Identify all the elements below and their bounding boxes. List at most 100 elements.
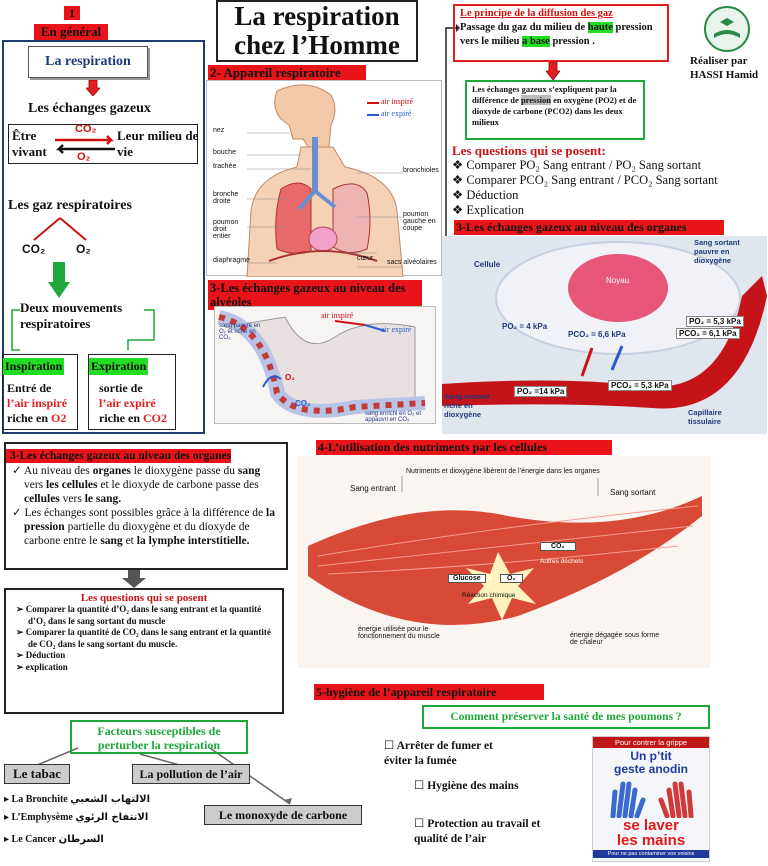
question-item: ➢ Comparer la quantité de CO₂ dans le sa…	[16, 627, 271, 649]
label-coeur: cœur	[357, 255, 374, 262]
section5-question: Comment préserver la santé de mes poumon…	[422, 705, 710, 729]
alv-co2: CO₂	[295, 399, 311, 408]
red-down-arrow-icon	[546, 62, 560, 80]
expiration-line2: l’air expiré	[99, 396, 156, 410]
hygiene-item-2: ☐ Hygiène des mains	[414, 778, 519, 792]
page-title: La respiration	[234, 1, 400, 31]
exchange-box: Être vivant Leur milieu de vie CO₂ O₂	[8, 123, 198, 164]
question-item: ➢ explication	[16, 661, 68, 672]
inspiration-line3: riche en O2	[7, 411, 67, 425]
label-sang-entrant: Sang entrant riche en dioxygène	[444, 392, 490, 419]
section5-heading: 5-hygiène de l’appareil respiratoire	[314, 684, 544, 700]
hygiene-item-1: ☐ Arrêter de fumer et éviter la fumée	[384, 738, 493, 767]
double-arrow-icon	[55, 135, 115, 154]
factor-tabac: Le tabac	[4, 764, 70, 784]
questions-top-title: Les questions qui se posent:	[452, 143, 606, 158]
o2-label: O₂	[77, 151, 91, 163]
poster-bottom: Pour ne pas contaminer vos voisins	[593, 850, 709, 858]
disease-2: ▸ L’Emphysème الانتفاخ الرئوي	[4, 812, 149, 823]
label-poumon-droit: poumon droit entier	[213, 219, 239, 240]
muscle-reaction: Réaction chimique	[462, 592, 516, 599]
label-po2-in: PO₂ =14 kPa	[514, 386, 568, 397]
exchange-explanation-box: Les échanges gazeux s’expliquent par la …	[465, 80, 645, 140]
alv-blood-in: sang pauvre en O₂ et riche en CO₂	[219, 323, 261, 341]
author-name: HASSI Hamid	[690, 69, 759, 81]
label-sang-sortant: Sang sortant pauvre en dioxygène	[694, 238, 740, 265]
principle-title: Le principe de la diffusion des gaz	[460, 8, 613, 19]
label-bronche: bronche droite	[213, 191, 239, 205]
gas-co2: CO₂	[22, 242, 46, 256]
section4-heading: 4-L’utilisation des nutriments par les c…	[316, 440, 612, 455]
movements-label: Deux mouvements respiratoires	[20, 300, 123, 331]
legend-air-out: air expiré	[381, 109, 412, 118]
checkbox-icon: ☐	[414, 816, 425, 830]
movement-branch-lines	[11, 309, 155, 351]
section3-text-heading: 3-Les échanges gazeux au niveau des orga…	[6, 449, 232, 463]
muscle-sang-sortant: Sang sortant	[610, 488, 656, 497]
alv-air-out: air expiré	[381, 325, 412, 334]
expiration-line3: riche en CO2	[99, 411, 167, 425]
section1-number: 1	[64, 6, 80, 20]
alv-air-in: air inspiré	[321, 311, 354, 320]
checkbox-icon: ☐	[384, 738, 395, 752]
factors-title: Facteurs susceptibles de perturber la re…	[70, 720, 248, 754]
section2-heading: 2- Appareil respiratoire	[208, 65, 366, 81]
muscle-co2: CO₂	[540, 542, 576, 551]
handwash-poster: Pour contrer la grippe Un p’tit geste an…	[592, 736, 710, 862]
exchanges-label: Les échanges gazeux	[28, 101, 151, 116]
expiration-title: Expiration	[89, 358, 149, 375]
muscle-top-caption: Nutriments et dioxygène libèrent de l’én…	[406, 468, 600, 475]
connector-line	[445, 24, 460, 254]
respiration-box: La respiration	[28, 46, 148, 78]
label-po2-out: PO₂ = 5,3 kPa	[686, 316, 744, 327]
label-sacs: sacs alvéolaires	[387, 259, 437, 266]
question-item: ➢ Comparer la quantité d’O₂ dans le sang…	[16, 604, 262, 626]
section1-heading: En général	[34, 24, 108, 40]
book-icon	[714, 18, 740, 38]
inspiration-title: Inspiration	[3, 358, 65, 375]
text-item: ✓ Au niveau des organes le dioxygène pas…	[12, 465, 261, 505]
expiration-box: Expiration sortie de l’air expiré riche …	[88, 354, 176, 430]
alveoli-illustration	[217, 310, 426, 418]
gray-down-arrow-icon	[122, 570, 146, 588]
label-diaphragme: diaphragme	[213, 257, 250, 264]
muscle-sang-entrant: Sang entrant	[350, 484, 396, 493]
muscle-energie-chaleur: énergie dégagée sous forme de chaleur	[570, 632, 660, 646]
section1-frame	[2, 40, 205, 434]
section3-alveoles-heading: 3-Les échanges gazeux au niveau des alvé…	[208, 280, 422, 310]
co2-label: CO₂	[75, 123, 97, 135]
hands-icon	[610, 781, 694, 818]
page-subtitle: chez l’Homme	[234, 30, 400, 60]
tissue-capillary-illustration	[442, 241, 767, 409]
alv-blood-out: sang enrichi en O₂ et appauvri en CO₂	[365, 411, 422, 423]
label-po2-cell: PO₂ = 4 kPa	[502, 322, 548, 331]
red-down-arrow-icon	[86, 80, 100, 96]
left-word: Être vivant	[12, 128, 47, 159]
checkbox-icon: ☐	[414, 778, 425, 792]
inspiration-box: Inspiration Entré de l’air inspiré riche…	[2, 354, 78, 430]
question-item: ❖ Explication	[452, 203, 524, 217]
poster-line3: se laver	[623, 817, 679, 834]
tissue-exchange-diagram: Cellule Noyau PO₂ = 4 kPa PCO₂ = 6,6 kPa…	[442, 236, 767, 434]
label-bronchioles: bronchioles	[403, 167, 439, 174]
label-trachee: trachée	[213, 163, 237, 170]
poster-line4: les mains	[616, 832, 686, 849]
label-pco2-out: PCO₂ = 6,1 kPa	[676, 328, 740, 339]
question-item: ❖ Comparer PO₂ Sang entrant / PO₂ Sang s…	[452, 158, 702, 172]
questions-bottom-title: Les questions qui se posent	[80, 592, 208, 604]
gases-title: Les gaz respiratoires	[8, 198, 132, 213]
muscle-plus: +	[488, 574, 493, 583]
respiratory-diagram: air inspiré air expiré nez bouche traché…	[206, 80, 442, 277]
questions-top-list: ❖ Comparer PO₂ Sang entrant / PO₂ Sang s…	[452, 158, 718, 218]
title-box: La respiration chez l’Homme	[216, 0, 418, 62]
section3-organes-heading: 3-Les échanges gazeux au niveau des orga…	[454, 220, 724, 235]
disease-1: ▸ La Bronchite الالتهاب الشعبي	[4, 794, 151, 805]
label-noyau: Noyau	[606, 276, 630, 285]
disease-3: ▸ Le Cancer السرطان	[4, 834, 104, 845]
inspiration-line2: l’air inspiré	[7, 396, 68, 410]
muscle-diagram: Nutriments et dioxygène libèrent de l’én…	[298, 456, 710, 668]
muscle-energie-muscle: énergie utilisée pour le fonctionnement …	[358, 626, 440, 640]
factor-monoxyde: Le monoxyde de carbone	[204, 805, 362, 825]
poster-line1: Un p’tit	[630, 749, 672, 763]
muscle-glucose: Glucose	[448, 574, 486, 583]
